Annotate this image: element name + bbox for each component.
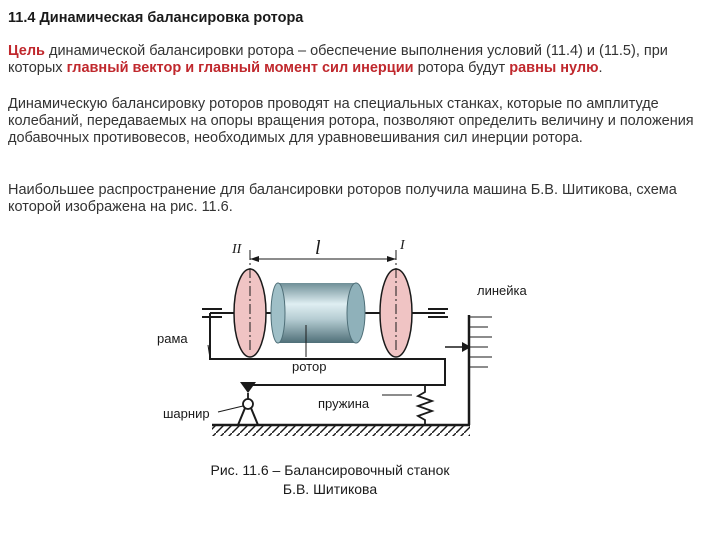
figure-caption-line-2: Б.В. Шитикова	[282, 481, 378, 497]
goal-text-2: ротора будут	[413, 60, 510, 76]
goal-highlight-2: равны нулю	[509, 60, 599, 76]
balancing-machine-diagram: II I l линейка рама ротор пружина шарнир	[157, 237, 527, 436]
label-ruler: линейка	[477, 283, 527, 298]
disk-plane-1	[379, 250, 413, 358]
goal-paragraph: Цель динамической балансировки ротора – …	[8, 43, 716, 77]
label-spring: пружина	[318, 396, 370, 411]
machine-paragraph: Наибольшее распространение для балансиро…	[8, 182, 677, 215]
label-plane-1: I	[399, 238, 406, 253]
figure-caption-line-1: Рис. 11.6 – Балансировочный станок	[210, 462, 450, 478]
hinge	[237, 382, 259, 426]
label-length: l	[315, 237, 321, 259]
goal-highlight-1: главный вектор и главный момент сил инер…	[66, 60, 414, 76]
goal-text-3: .	[598, 60, 603, 76]
frame	[209, 313, 471, 386]
method-paragraph: Динамическую балансировку роторов провод…	[8, 96, 694, 146]
slide-title: 11.4 Динамическая балансировка ротора	[8, 10, 304, 26]
goal-text-1: динамической балансировки ротора – обесп…	[8, 43, 668, 76]
disk-plane-2	[233, 250, 267, 358]
leader-lines	[207, 325, 412, 413]
goal-label: Цель	[8, 43, 45, 59]
label-hinge: шарнир	[163, 406, 210, 421]
rotor	[270, 282, 366, 344]
bearings	[202, 308, 448, 318]
label-frame: рама	[157, 331, 188, 346]
length-dimension	[250, 256, 396, 262]
label-plane-2: II	[231, 242, 243, 257]
ruler	[467, 315, 492, 425]
spring	[415, 385, 435, 425]
label-rotor: ротор	[292, 359, 326, 374]
ground	[212, 423, 470, 436]
